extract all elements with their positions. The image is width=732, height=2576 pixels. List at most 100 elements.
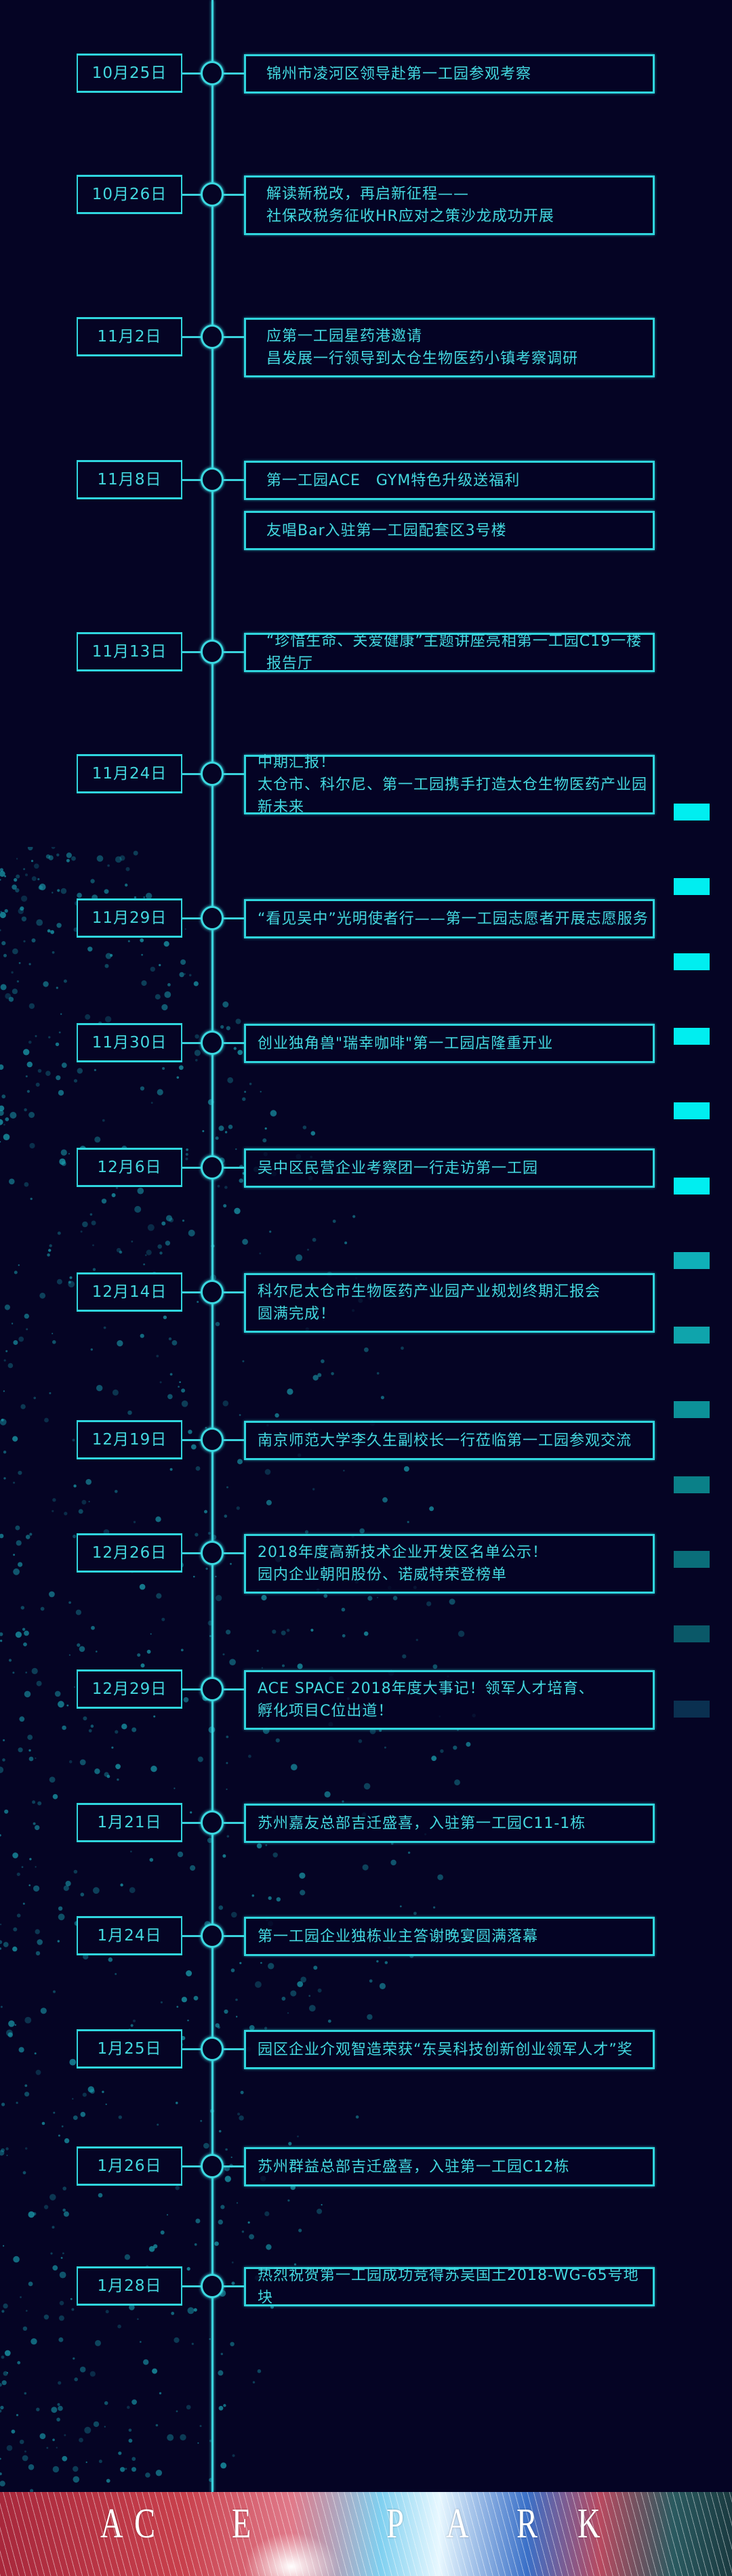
dot [128, 2438, 133, 2443]
dot [229, 1659, 236, 1665]
dot [79, 2438, 83, 2443]
dot [401, 1346, 404, 1350]
dot [145, 1254, 147, 1256]
dot [186, 2267, 190, 2271]
dot [125, 867, 130, 871]
dot [58, 2315, 64, 2321]
dot [159, 2392, 162, 2394]
dot [190, 1865, 196, 1871]
dot [90, 1348, 93, 1351]
dot [7, 1363, 14, 1369]
dot [22, 2171, 26, 2175]
dot [224, 2176, 231, 2182]
event-date: 1月21日 [77, 1803, 182, 1842]
dot [341, 1607, 346, 1612]
dot [239, 1414, 241, 1416]
event-card[interactable]: 第一工园企业独栋业主答谢晚宴圆满落幕 [244, 1917, 655, 1956]
event-card[interactable]: 应第一工园星药港邀请昌发展一行领导到太仓生物医药小镇考察调研 [244, 318, 655, 377]
dot [22, 2455, 28, 2461]
dot [5, 1117, 9, 1121]
dot [16, 2102, 18, 2104]
dot [68, 1601, 71, 1604]
event-card[interactable]: 热烈祝贺第一工园成功竞得苏吴国土2018-WG-65号地块 [244, 2267, 655, 2306]
dot [16, 980, 19, 983]
dot [90, 879, 95, 884]
dot [106, 2478, 110, 2483]
timeline-node-icon [201, 762, 224, 786]
dot [82, 2092, 87, 2097]
dot [141, 953, 144, 956]
timeline-node-icon [201, 1810, 224, 1835]
dot [197, 1756, 203, 1762]
event-card[interactable]: “看见吴中”光明使者行——第一工园志愿者开展志愿服务 [244, 899, 655, 938]
dot [308, 1995, 311, 1997]
dot [19, 2439, 24, 2445]
event-card[interactable]: 南京师范大学李久生副校长一行莅临第一工园参观交流 [244, 1421, 655, 1460]
dot [242, 1097, 246, 1101]
dot [261, 1667, 263, 1669]
dot [293, 2263, 297, 2266]
event-card[interactable]: 园区企业介观智造荣获“东吴科技创新创业领军人才”奖 [244, 2030, 655, 2069]
dot [188, 974, 192, 977]
dot [181, 1388, 186, 1393]
dot [431, 1756, 437, 1762]
dot [69, 1276, 73, 1279]
dot [252, 2381, 256, 2384]
dot [35, 1929, 40, 1934]
dot [167, 2434, 174, 2441]
dot [0, 2405, 4, 2410]
dot [121, 1724, 127, 1730]
event-card[interactable]: ACE SPACE 2018年度大事记！领军人才培育、孵化项目C位出道！ [244, 1670, 655, 1730]
event-card[interactable]: 苏州嘉友总部吉迁盛喜，入驻第一工园C11-1栋 [244, 1804, 655, 1843]
dot [133, 850, 138, 856]
dot [63, 1885, 69, 1891]
dot [48, 1249, 52, 1252]
dot [52, 1498, 56, 1502]
dot [276, 1897, 281, 1902]
dot [79, 2366, 86, 2373]
dot [73, 1484, 77, 1488]
dot [230, 2156, 232, 2159]
dot [161, 1221, 166, 1226]
dot [236, 1506, 240, 1510]
event-card[interactable]: “珍惜生命、关爱健康”主题讲座亮相第一工园C19一楼报告厅 [244, 633, 655, 672]
dot [95, 2340, 101, 2346]
dot [11, 2429, 16, 2434]
event-date: 11月24日 [77, 754, 182, 793]
event-card[interactable]: 第一工园ACE GYM特色升级送福利 [244, 461, 655, 500]
event-card[interactable]: 2018年度高新技术企业开发区名单公示！园内企业朝阳股份、诺威特荣登榜单 [244, 1534, 655, 1594]
event-card[interactable]: 创业独角兽"瑞幸咖啡"第一工园店隆重开业 [244, 1024, 655, 1063]
dot [73, 2466, 79, 2472]
event-card[interactable]: 科尔尼太仓市生物医药产业园产业规划终期汇报会圆满完成！ [244, 1273, 655, 1333]
timeline-node-icon [201, 1155, 224, 1180]
event-card[interactable]: 友唱Bar入驻第一工园配套区3号楼 [244, 511, 655, 550]
event-card[interactable]: 中期汇报！太仓市、科尔尼、第一工园携手打造太仓生物医药产业园新未来 [244, 754, 655, 816]
logo-letter: K [577, 2501, 601, 2547]
dot [146, 1249, 152, 1255]
event-card[interactable]: 苏州群益总部吉迁盛喜，入驻第一工园C12栋 [244, 2147, 655, 2186]
dot [24, 1630, 29, 1636]
dot [184, 928, 186, 930]
dot [30, 1197, 33, 1201]
dot [58, 2337, 64, 2342]
event-card[interactable]: 解读新税改，再启新征程——社保改税务征收HR应对之策沙龙成功开展 [244, 175, 655, 235]
dot [214, 2241, 219, 2246]
dot [0, 1119, 3, 1125]
timeline-node-icon [201, 2274, 224, 2298]
dot [237, 2113, 241, 2116]
dot [49, 1244, 52, 1247]
dot [53, 2111, 56, 2114]
dot [80, 2111, 86, 2117]
dot [0, 1105, 5, 1111]
dot [164, 991, 171, 998]
dot [264, 1469, 271, 1475]
dot [0, 2472, 2, 2476]
connector-line [223, 1167, 245, 1169]
event-card[interactable]: 锦州市凌河区领导赴第一工园参观考察 [244, 54, 655, 94]
dot [1, 2148, 5, 2153]
dot [3, 2371, 8, 2376]
event-card[interactable]: 吴中区民营企业考察团一行走访第一工园 [244, 1148, 655, 1188]
dot [0, 2409, 2, 2413]
dot [155, 2470, 163, 2476]
dot [179, 1381, 181, 1384]
